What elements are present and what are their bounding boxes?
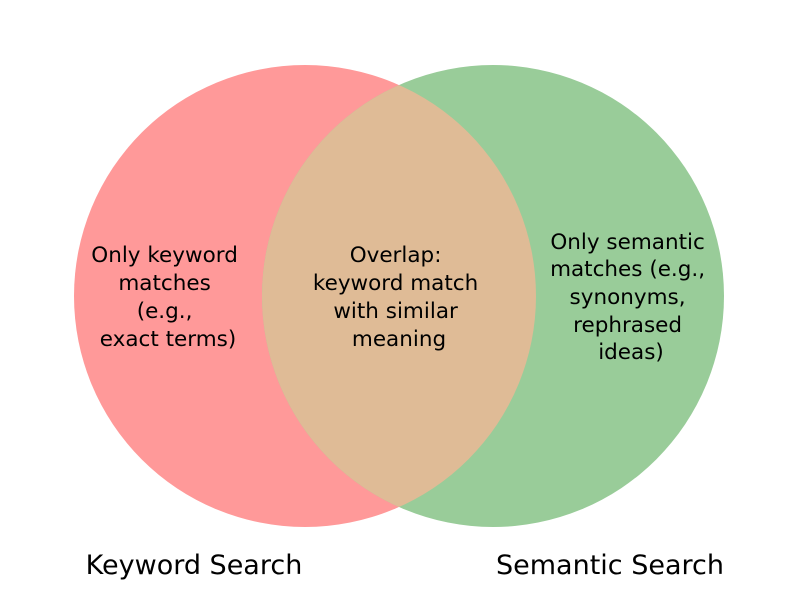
keyword-only-line: matches bbox=[118, 271, 210, 296]
keyword-only-line: Only keyword bbox=[91, 243, 238, 268]
overlap-line: meaning bbox=[352, 327, 446, 352]
semantic-only-line: ideas) bbox=[598, 340, 664, 365]
semantic-only-text: Only semantic matches (e.g., synonyms, r… bbox=[550, 230, 712, 365]
overlap-line: keyword match bbox=[313, 271, 478, 296]
semantic-search-label: Semantic Search bbox=[496, 550, 724, 581]
semantic-only-line: synonyms, bbox=[570, 285, 686, 310]
keyword-only-text: Only keyword matches (e.g., exact terms) bbox=[91, 243, 244, 352]
semantic-only-line: Only semantic bbox=[550, 230, 704, 255]
keyword-only-line: exact terms) bbox=[100, 327, 237, 352]
overlap-line: with similar bbox=[333, 299, 458, 324]
keyword-search-label: Keyword Search bbox=[86, 550, 303, 581]
overlap-line: Overlap: bbox=[350, 243, 442, 268]
semantic-only-line: rephrased bbox=[573, 313, 682, 338]
keyword-only-line: (e.g., bbox=[137, 299, 193, 324]
overlap-text: Overlap: keyword match with similar mean… bbox=[313, 243, 485, 352]
overlap-region bbox=[262, 65, 536, 527]
semantic-only-line: matches (e.g., bbox=[550, 257, 705, 282]
